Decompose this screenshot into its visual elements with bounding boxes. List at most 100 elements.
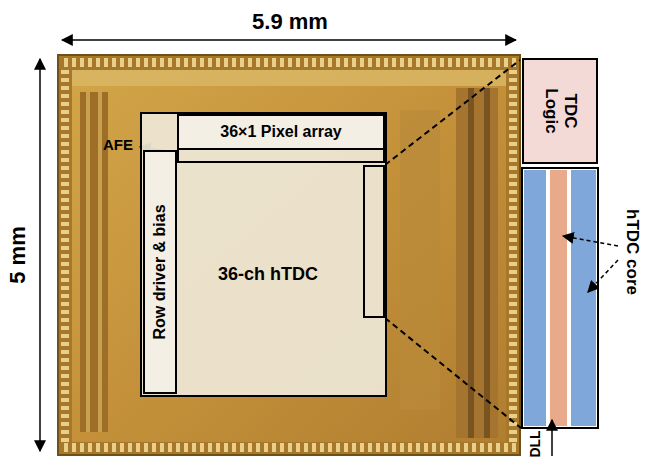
block-name: 36-ch hTDC (218, 265, 318, 285)
bond-pad (504, 58, 508, 67)
bond-pad (344, 443, 348, 452)
bond-pad (61, 222, 69, 226)
bond-pad (232, 58, 236, 67)
width-dimension (62, 39, 516, 41)
delay-line-stripe (571, 170, 596, 426)
core-stripe (550, 170, 567, 426)
bond-pad (352, 443, 356, 452)
bond-pad (509, 102, 517, 106)
bond-pad (509, 238, 517, 242)
left-band-stripe (86, 92, 90, 432)
bond-pad (61, 334, 69, 338)
bond-pad (61, 246, 69, 250)
bond-pad (509, 214, 517, 218)
bond-pad (509, 390, 517, 394)
bond-pad (152, 58, 156, 67)
bond-pad (168, 443, 172, 452)
bond-pad (448, 58, 452, 67)
bond-pad (176, 58, 180, 67)
block-label: hTDC core (623, 209, 642, 295)
bond-pad (509, 78, 517, 82)
bond-pad (120, 443, 124, 452)
bond-pad (509, 182, 517, 186)
bond-pad (216, 58, 220, 67)
bond-pad (509, 302, 517, 306)
bond-pad (488, 58, 492, 67)
bond-pad (61, 86, 69, 90)
bond-pad (200, 443, 204, 452)
bond-pad (61, 150, 69, 154)
core-leader (563, 236, 618, 246)
right-band-stripe (468, 88, 474, 438)
bond-pad (192, 443, 196, 452)
bond-pad (480, 443, 484, 452)
bond-pad (61, 158, 69, 162)
bond-pad (61, 198, 69, 202)
bond-pad (400, 443, 404, 452)
bond-pad (61, 230, 69, 234)
bond-pad (384, 58, 388, 67)
bond-pad (376, 443, 380, 452)
bond-pad (509, 134, 517, 138)
bond-pad (416, 58, 420, 67)
bond-pad (120, 58, 124, 67)
bond-pad (509, 430, 517, 434)
bond-pad (509, 310, 517, 314)
bond-pad (432, 443, 436, 452)
bond-pad (61, 166, 69, 170)
bond-pad (61, 294, 69, 298)
bond-pad (496, 443, 500, 452)
bond-pad (488, 443, 492, 452)
bond-pad (248, 58, 252, 67)
bond-pad (376, 58, 380, 67)
bond-pad (336, 58, 340, 67)
bond-pad (61, 110, 69, 114)
bond-pad (216, 443, 220, 452)
bond-pad (509, 206, 517, 210)
bond-pad (176, 443, 180, 452)
bond-pad (509, 318, 517, 322)
bond-pad (509, 414, 517, 418)
bond-pad (160, 58, 164, 67)
bond-pad (168, 58, 172, 67)
bond-pad (472, 58, 476, 67)
bond-pad (392, 443, 396, 452)
bond-pad (504, 443, 508, 452)
bond-pad (264, 443, 268, 452)
bond-pad (128, 58, 132, 67)
bond-pad (336, 443, 340, 452)
bond-pad (61, 262, 69, 266)
bond-pad (509, 158, 517, 162)
bond-pad (509, 70, 517, 74)
bond-pad (288, 443, 292, 452)
bond-pad (408, 443, 412, 452)
right-band (456, 88, 498, 438)
pad-ring (61, 58, 517, 452)
bond-pad (392, 58, 396, 67)
bond-pad (280, 58, 284, 67)
bond-pad (509, 334, 517, 338)
bond-pad (509, 286, 517, 290)
bond-pad (61, 342, 69, 346)
bond-pad (509, 166, 517, 170)
bond-pad (480, 58, 484, 67)
bond-pad (136, 58, 140, 67)
bond-pad (509, 278, 517, 282)
bond-pad (61, 318, 69, 322)
bond-pad (61, 190, 69, 194)
bond-pad (184, 58, 188, 67)
bond-pad (61, 238, 69, 242)
bond-pad (61, 398, 69, 402)
bond-pad (312, 58, 316, 67)
bond-pad (96, 58, 100, 67)
bond-pad (272, 58, 276, 67)
core-leader (588, 260, 618, 292)
bond-pad (328, 58, 332, 67)
die-edge (58, 55, 520, 455)
bond-pad (509, 142, 517, 146)
htdc-column (363, 165, 385, 318)
bond-pad (304, 443, 308, 452)
bond-pad (352, 58, 356, 67)
bond-pad (80, 443, 84, 452)
dll-leader (551, 420, 553, 456)
